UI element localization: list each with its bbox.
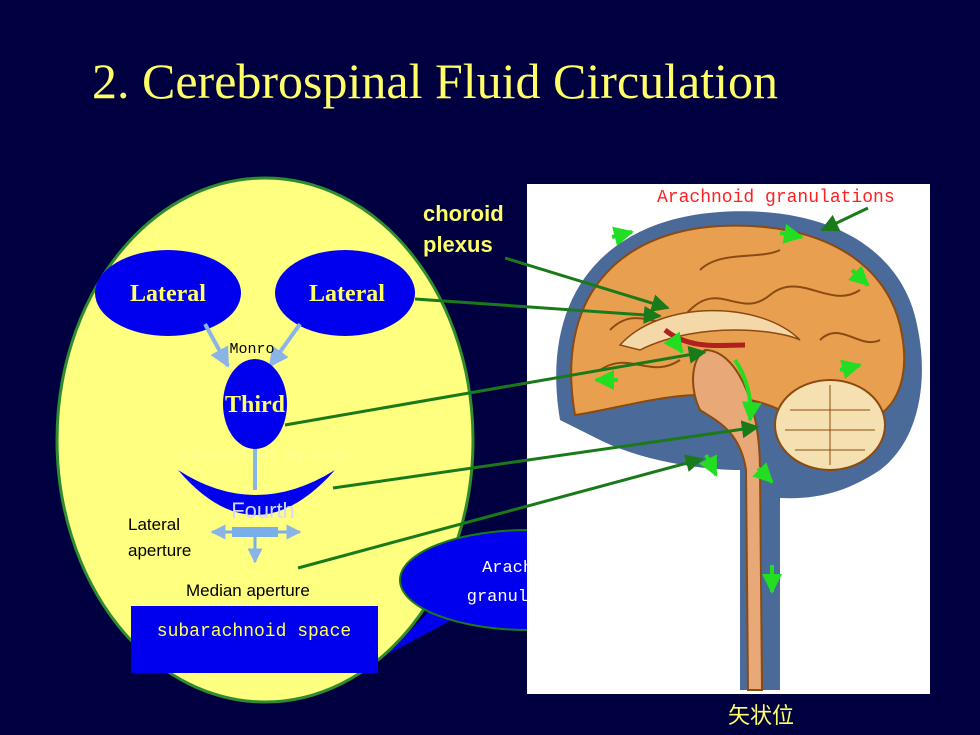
aqueduct-label: Aqueduct of Sylvius	[178, 448, 349, 465]
choroid-plexus-label-line2: plexus	[423, 232, 493, 257]
choroid-plexus-arrow	[504, 256, 670, 312]
fourth-label: Fourth	[231, 498, 295, 523]
monro-label: Monro	[229, 341, 274, 358]
lateral-aperture-label-line2: aperture	[128, 541, 191, 560]
lateral-aperture-label-line1: Lateral	[128, 515, 180, 534]
fourth-ventricle-node	[178, 470, 335, 515]
third-ventricle-node	[223, 359, 287, 449]
median-to-brain-arrow	[297, 454, 704, 570]
lateral-to-brain-arrow	[414, 297, 662, 324]
monro-arrow-right	[268, 322, 302, 368]
subarachnoid-space-label: subarachnoid space	[157, 622, 351, 642]
aperture-block	[232, 527, 278, 537]
third-label: Third	[225, 392, 286, 418]
lateral-left-label: Lateral	[130, 281, 206, 307]
sagittal-caption: 矢状位	[728, 704, 795, 729]
slide-title: 2. Cerebrospinal Fluid Circulation	[92, 53, 779, 109]
choroid-plexus-label-line1: choroid	[423, 201, 504, 226]
third-to-brain-arrow	[284, 345, 707, 427]
brain-sagittal-illustration	[527, 184, 930, 694]
monro-arrow-left	[203, 323, 230, 368]
subarachnoid-space-box	[131, 606, 378, 673]
arachnoid-top-arrow	[820, 206, 869, 232]
lateral-right-label: Lateral	[309, 281, 385, 307]
lateral-ventricle-right-node	[275, 250, 415, 336]
arachnoid-granulations-top-label: Arachnoid granulations	[657, 188, 895, 208]
lateral-ventricle-left-node	[95, 250, 241, 336]
fourth-to-brain-arrow	[332, 420, 760, 490]
median-aperture-label: Median aperture	[186, 581, 310, 600]
